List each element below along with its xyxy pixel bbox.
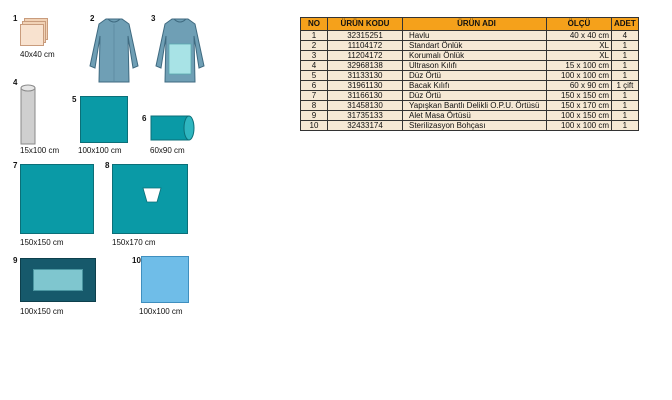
product-size-label: 100x100 cm <box>139 307 183 316</box>
cell-qty: 1 <box>611 120 639 131</box>
cell-code: 11104172 <box>327 40 403 51</box>
reinforced-gown-image <box>155 18 205 83</box>
column-header-name: ÜRÜN ADI <box>402 17 547 31</box>
product-number: 7 <box>13 161 18 170</box>
table-row: 1 32315251 Havlu 40 x 40 cm 4 <box>300 30 639 41</box>
cell-no: 7 <box>300 90 328 101</box>
product-number: 6 <box>142 114 147 123</box>
cell-no: 4 <box>300 60 328 71</box>
cell-qty: 1 <box>611 90 639 101</box>
product-number: 8 <box>105 161 110 170</box>
cell-name: Alet Masa Örtüsü <box>402 110 547 121</box>
column-header-no: NO <box>300 17 328 31</box>
cell-size: 40 x 40 cm <box>546 30 612 41</box>
product-size-label: 150x170 cm <box>112 238 156 247</box>
product-size-label: 60x90 cm <box>150 146 185 155</box>
product-number: 9 <box>13 256 18 265</box>
cell-code: 31458130 <box>327 100 403 111</box>
cell-no: 9 <box>300 110 328 121</box>
cell-name: Havlu <box>402 30 547 41</box>
table-row: 2 11104172 Standart Önlük XL 1 <box>300 40 639 51</box>
cell-name: Ultrason Kılıfı <box>402 60 547 71</box>
flat-drape-image <box>80 96 128 143</box>
table-row: 4 32968138 Ultrason Kılıfı 15 x 100 cm 1 <box>300 60 639 71</box>
table-row: 10 32433174 Sterilizasyon Bohçası 100 x … <box>300 120 639 131</box>
cell-name: Düz Örtü <box>402 90 547 101</box>
cell-code: 11204172 <box>327 50 403 61</box>
cell-name: Standart Önlük <box>402 40 547 51</box>
cell-no: 1 <box>300 30 328 41</box>
standard-gown-image <box>89 18 139 83</box>
ultrasound-cover-image <box>20 84 36 145</box>
product-number: 1 <box>13 14 18 23</box>
fenestration-opening-image <box>142 187 162 203</box>
product-size-label: 150x150 cm <box>20 238 64 247</box>
cell-size: 15 x 100 cm <box>546 60 612 71</box>
cell-qty: 1 <box>611 60 639 71</box>
column-header-size: ÖLÇÜ <box>546 17 612 31</box>
table-row: 3 11204172 Korumalı Önlük XL 1 <box>300 50 639 61</box>
cell-code: 31735133 <box>327 110 403 121</box>
cell-code: 31133130 <box>327 70 403 81</box>
instrument-table-cover-image <box>20 258 96 302</box>
cell-qty: 1 <box>611 40 639 51</box>
cell-size: 60 x 90 cm <box>546 80 612 91</box>
product-size-label: 100x100 cm <box>78 146 122 155</box>
table-row: 6 31961130 Bacak Kılıfı 60 x 90 cm 1 çif… <box>300 80 639 91</box>
cell-qty: 1 <box>611 110 639 121</box>
cell-name: Bacak Kılıfı <box>402 80 547 91</box>
column-header-code: ÜRÜN KODU <box>327 17 403 31</box>
product-number: 5 <box>72 95 77 104</box>
cell-size: 150 x 170 cm <box>546 100 612 111</box>
cell-size: 150 x 150 cm <box>546 90 612 101</box>
product-size-label: 40x40 cm <box>20 50 55 59</box>
product-spec-table: NO ÜRÜN KODU ÜRÜN ADI ÖLÇÜ ADET 1 323152… <box>300 17 639 131</box>
table-header-row: NO ÜRÜN KODU ÜRÜN ADI ÖLÇÜ ADET <box>300 17 639 31</box>
cell-qty: 1 <box>611 100 639 111</box>
cell-no: 10 <box>300 120 328 131</box>
flat-drape-image <box>20 164 94 234</box>
cell-qty: 1 <box>611 70 639 81</box>
product-size-label: 100x150 cm <box>20 307 64 316</box>
cell-size: XL <box>546 50 612 61</box>
cell-code: 32968138 <box>327 60 403 71</box>
sterilization-wrap-image <box>141 256 189 303</box>
cell-name: Korumalı Önlük <box>402 50 547 61</box>
cell-code: 31961130 <box>327 80 403 91</box>
product-number: 10 <box>132 256 141 265</box>
cell-no: 8 <box>300 100 328 111</box>
cell-size: 100 x 150 cm <box>546 110 612 121</box>
table-row: 7 31166130 Düz Örtü 150 x 150 cm 1 <box>300 90 639 101</box>
cell-qty: 1 çift <box>611 80 639 91</box>
table-row: 5 31133130 Düz Örtü 100 x 100 cm 1 <box>300 70 639 81</box>
column-header-qty: ADET <box>611 17 639 31</box>
cell-qty: 1 <box>611 50 639 61</box>
cell-no: 6 <box>300 80 328 91</box>
cell-no: 5 <box>300 70 328 81</box>
cell-name: Yapışkan Bantlı Delikli O.P.U. Örtüsü <box>402 100 547 111</box>
cell-qty: 4 <box>611 30 639 41</box>
cell-code: 32433174 <box>327 120 403 131</box>
product-number: 4 <box>13 78 18 87</box>
cell-no: 3 <box>300 50 328 61</box>
cell-name: Sterilizasyon Bohçası <box>402 120 547 131</box>
cell-name: Düz Örtü <box>402 70 547 81</box>
table-row: 8 31458130 Yapışkan Bantlı Delikli O.P.U… <box>300 100 639 111</box>
cell-size: 100 x 100 cm <box>546 120 612 131</box>
product-number: 2 <box>90 14 95 23</box>
product-size-label: 15x100 cm <box>20 146 60 155</box>
cell-code: 32315251 <box>327 30 403 41</box>
cell-size: 100 x 100 cm <box>546 70 612 81</box>
cell-code: 31166130 <box>327 90 403 101</box>
leg-cover-image <box>150 115 195 141</box>
cell-size: XL <box>546 40 612 51</box>
cell-no: 2 <box>300 40 328 51</box>
table-row: 9 31735133 Alet Masa Örtüsü 100 x 150 cm… <box>300 110 639 121</box>
product-number: 3 <box>151 14 156 23</box>
